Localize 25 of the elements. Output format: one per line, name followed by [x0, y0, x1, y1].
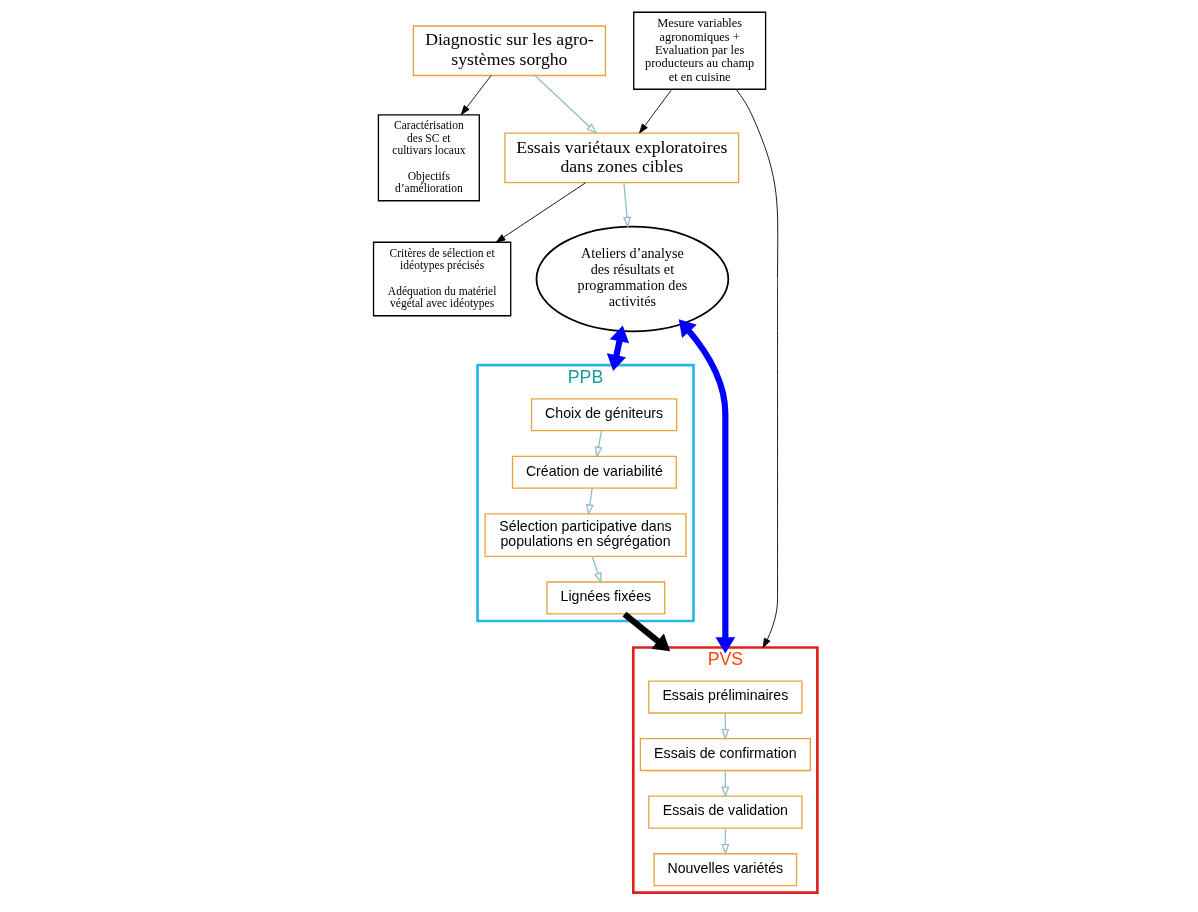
arrow	[639, 88, 673, 134]
node-box: Critères de sélection et idéotypes précisés Adéquation du matériel végétal avec idéotypes	[372, 241, 512, 317]
node-box: Création de variabilité	[511, 455, 677, 489]
node-box: Essais de confirmation	[639, 738, 811, 772]
arrow	[735, 88, 779, 648]
node-box: Diagnostic sur les agro-systèmes sorgho	[412, 25, 607, 77]
arrow	[606, 325, 630, 371]
arrow	[585, 487, 594, 516]
arrow	[534, 74, 598, 135]
node-box: Essais variétaux exploratoires dans zones cibles	[504, 132, 740, 184]
node-box: Essais de validation	[648, 795, 803, 829]
arrow	[591, 556, 602, 584]
node-box: Sélection participative dans populations en ségrégation	[484, 513, 687, 558]
node-box: Essais préliminaires	[648, 680, 803, 714]
node-box: Choix de géniteurs	[530, 398, 678, 432]
node-ellipse: Ateliers d’analyse des résultats et programmation des activités	[535, 225, 730, 333]
node-box: Nouvelles variétés	[653, 853, 798, 887]
arrow	[594, 430, 603, 459]
arrow	[460, 75, 492, 115]
arrow	[495, 182, 586, 243]
arrow	[622, 182, 631, 229]
node-box: Lignées fixées	[546, 581, 666, 615]
node-box: Mesure variables agronomiques + Evaluation par les producteurs au champ et en cuisine	[633, 11, 767, 90]
node-box: Caractérisation des SC et cultivars locaux Objectifs d’amélioration	[377, 114, 480, 202]
arrow	[678, 319, 736, 654]
